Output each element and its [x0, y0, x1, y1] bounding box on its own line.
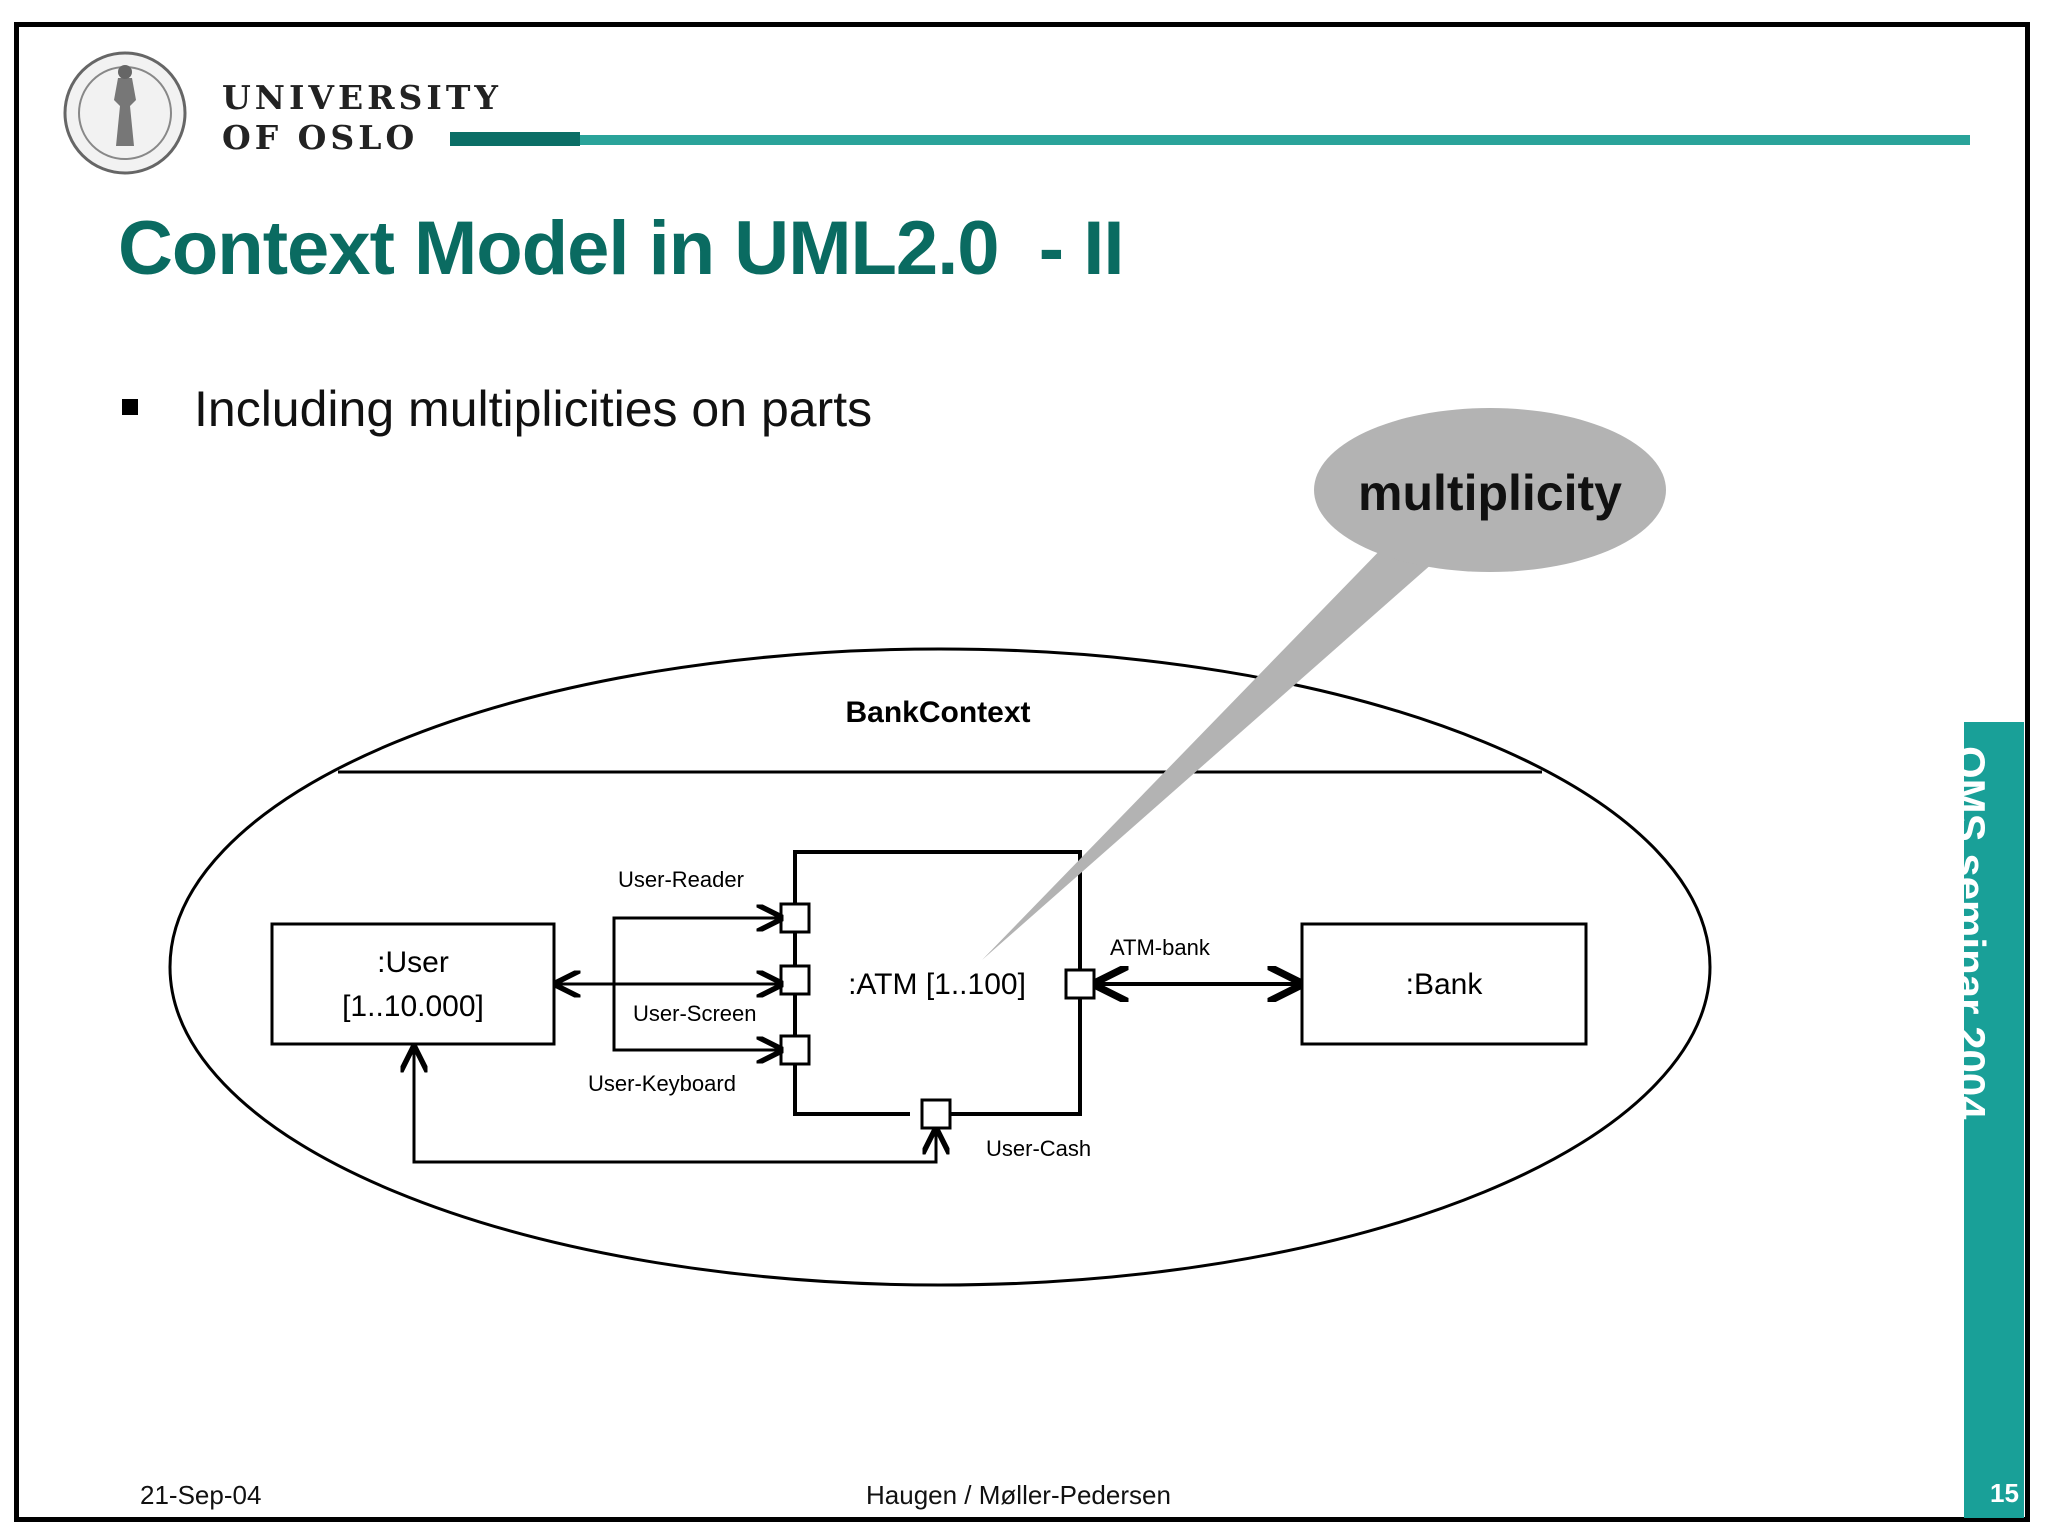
atm-part-name: :ATM [1..100]: [848, 968, 1026, 1001]
user-part-multiplicity: [1..10.000]: [342, 990, 484, 1023]
user-part-name: :User: [377, 946, 449, 979]
page-number: 15: [1990, 1478, 2019, 1508]
port-keyboard: [779, 1034, 811, 1066]
label-user-reader: User-Reader: [618, 867, 744, 892]
port-screen: [779, 964, 811, 996]
label-user-cash: User-Cash: [986, 1136, 1091, 1161]
callout-bubble: [1314, 408, 1666, 572]
callout-label: multiplicity: [1358, 465, 1622, 521]
bullet-text: Including multiplicities on parts: [194, 381, 873, 437]
label-atm-bank: ATM-bank: [1110, 935, 1211, 960]
university-line-1: UNIVERSITY: [222, 78, 502, 117]
footer-date: 21-Sep-04: [140, 1480, 262, 1510]
header-rule: [580, 135, 1970, 145]
header-rule-accent: [450, 132, 580, 146]
university-name: UNIVERSITY OF OSLO: [222, 78, 502, 158]
bullet-marker: [122, 399, 138, 415]
slide-title: Context Model in UML2.0 - II: [118, 206, 1124, 291]
university-seal-icon: [63, 51, 187, 175]
label-user-screen: User-Screen: [633, 1001, 756, 1026]
university-line-2: OF OSLO: [222, 118, 419, 157]
port-cash: [920, 1098, 952, 1130]
footer-authors: Haugen / Møller-Pedersen: [866, 1480, 1171, 1510]
sidebar-label: OMS seminar 2004: [1947, 746, 1994, 1120]
bank-part-name: :Bank: [1406, 968, 1484, 1001]
bank-part: [1300, 922, 1588, 1046]
label-user-keyboard: User-Keyboard: [588, 1071, 736, 1096]
bank-context-ellipse: [168, 647, 1712, 1287]
user-part: [270, 922, 556, 1046]
port-reader: [779, 902, 811, 934]
sidebar-band: [1964, 722, 2024, 1518]
context-name: BankContext: [845, 696, 1030, 729]
callout-pointer: [982, 540, 1450, 960]
connector-user-cash: [414, 1048, 936, 1164]
connector-user-reader: [612, 918, 781, 984]
port-bank: [1064, 968, 1096, 1000]
